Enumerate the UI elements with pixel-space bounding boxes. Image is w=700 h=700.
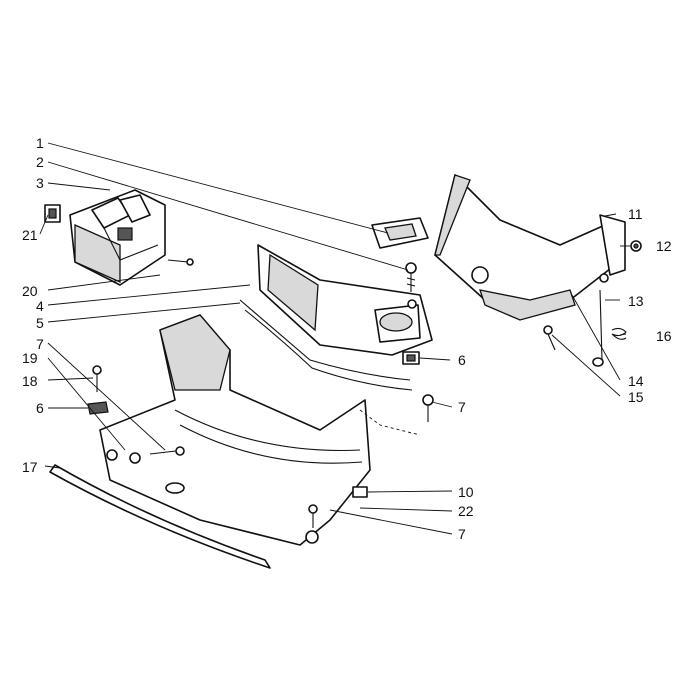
callout-4: 4 [36,298,44,314]
part-17-trim-strip [49,464,271,569]
callout-7-left: 7 [36,336,44,352]
part-18-screw [92,365,102,392]
part-6-clip-left [87,401,109,415]
part-10-nut [352,486,368,498]
leader-lines [39,142,630,535]
callout-1: 1 [36,135,44,151]
callout-6-right: 6 [458,352,466,368]
callout-15: 15 [628,389,644,405]
callout-18: 18 [22,373,38,389]
callout-21: 21 [22,227,38,243]
callout-19: 19 [22,350,38,366]
callout-11: 11 [628,206,643,222]
right-cover-assembly [434,174,626,321]
part-1-grommet [371,217,429,249]
callout-10: 10 [458,484,474,500]
part-15-screw [543,325,556,351]
callout-5: 5 [36,315,44,331]
callout-3: 3 [36,175,44,191]
callout-2: 2 [36,154,44,170]
callout-14: 14 [628,373,644,389]
callout-13: 13 [628,293,644,309]
part-12-nut [630,240,642,252]
callout-20: 20 [22,283,38,299]
lower-shield [99,314,371,546]
part-5-seal [239,299,413,391]
part-13-rod [599,289,603,361]
callout-6-left: 6 [36,400,44,416]
part-2-screw [405,262,417,292]
callout-16: 16 [656,328,672,344]
callout-7-bottom: 7 [458,526,466,542]
callout-17: 17 [22,459,38,475]
part-7-screw-bottom [308,504,318,528]
upper-bezel [257,244,433,356]
part-14-nut [592,357,604,367]
callout-12: 12 [656,238,672,254]
callout-22: 22 [458,503,474,519]
part-19-screw [149,446,185,456]
callout-7-right: 7 [458,399,466,415]
part-16-spring [611,327,627,340]
left-housing-assembly [44,189,194,286]
part-7-screw-right [422,394,434,422]
part-6-clip-right [402,351,420,365]
